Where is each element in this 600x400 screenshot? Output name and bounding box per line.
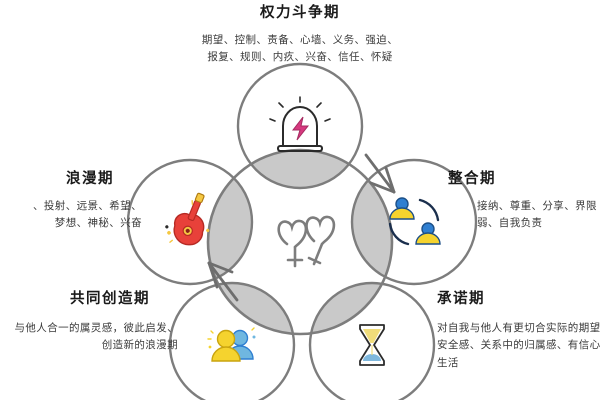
phase-desc-commitment: 对自我与他人有更切合实际的期望 安全感、关系中的归属感、有信心 生活 bbox=[437, 320, 600, 372]
circle-commitment bbox=[308, 281, 436, 400]
desc-line: 梦想、神秘、兴奋 bbox=[54, 217, 142, 230]
phase-desc-romance: 、投射、远景、希望、 梦想、神秘、兴奋 bbox=[0, 198, 142, 233]
two-people-exchange-icon bbox=[388, 197, 441, 246]
circle-co-creation bbox=[168, 281, 296, 400]
phase-title-co-creation: 共同创造期 bbox=[70, 291, 150, 307]
desc-line: 接纳、尊重、分享、界限 bbox=[477, 200, 597, 212]
circle-integration bbox=[350, 158, 478, 286]
cycle-arrows bbox=[207, 153, 396, 302]
arrow-bottom-left bbox=[207, 261, 239, 302]
desc-line: 、投射、远景、希望、 bbox=[33, 200, 142, 212]
phase-desc-integration: 接纳、尊重、分享、界限 弱、自我负责 bbox=[477, 198, 600, 233]
satellite-circles bbox=[126, 62, 478, 400]
desc-line: 创造新的浪漫期 bbox=[101, 339, 178, 352]
desc-line: 弱、自我负责 bbox=[477, 217, 543, 230]
two-people-together-icon bbox=[207, 327, 256, 362]
desc-line: 期望、控制、责备、心墙、义务、强迫、 bbox=[201, 34, 399, 46]
lens-co-creation bbox=[208, 283, 294, 334]
phase-title-power-struggle: 权力斗争期 bbox=[260, 5, 340, 21]
phase-desc-co-creation: 与他人合一的属灵感，彼此启发、 创造新的浪漫期 bbox=[0, 320, 178, 355]
hourglass-icon bbox=[359, 324, 385, 366]
alarm-siren-lightning-icon bbox=[269, 96, 331, 152]
desc-line: 安全感、关系中的归属感、有信心 bbox=[437, 339, 600, 352]
desc-line: 报复、规则、内疚、兴奋、信任、怀疑 bbox=[207, 51, 393, 64]
circle-power-struggle bbox=[236, 62, 364, 190]
two-hearts-gender-symbols-icon bbox=[277, 215, 336, 268]
lens-commitment bbox=[310, 283, 392, 334]
phase-title-commitment: 承诺期 bbox=[437, 291, 485, 307]
arrow-top-right bbox=[364, 153, 396, 194]
desc-line: 生活 bbox=[437, 356, 459, 369]
lens-power-struggle bbox=[238, 150, 362, 188]
phase-title-integration: 整合期 bbox=[448, 171, 496, 187]
phase-desc-power-struggle: 期望、控制、责备、心墙、义务、强迫、 报复、规则、内疚、兴奋、信任、怀疑 bbox=[0, 32, 600, 67]
circle-romance bbox=[126, 158, 254, 286]
desc-line: 与他人合一的属灵感，彼此启发、 bbox=[14, 322, 178, 334]
desc-line: 对自我与他人有更切合实际的期望 bbox=[437, 322, 600, 334]
guitar-icon bbox=[165, 192, 210, 246]
phase-title-romance: 浪漫期 bbox=[66, 171, 114, 187]
